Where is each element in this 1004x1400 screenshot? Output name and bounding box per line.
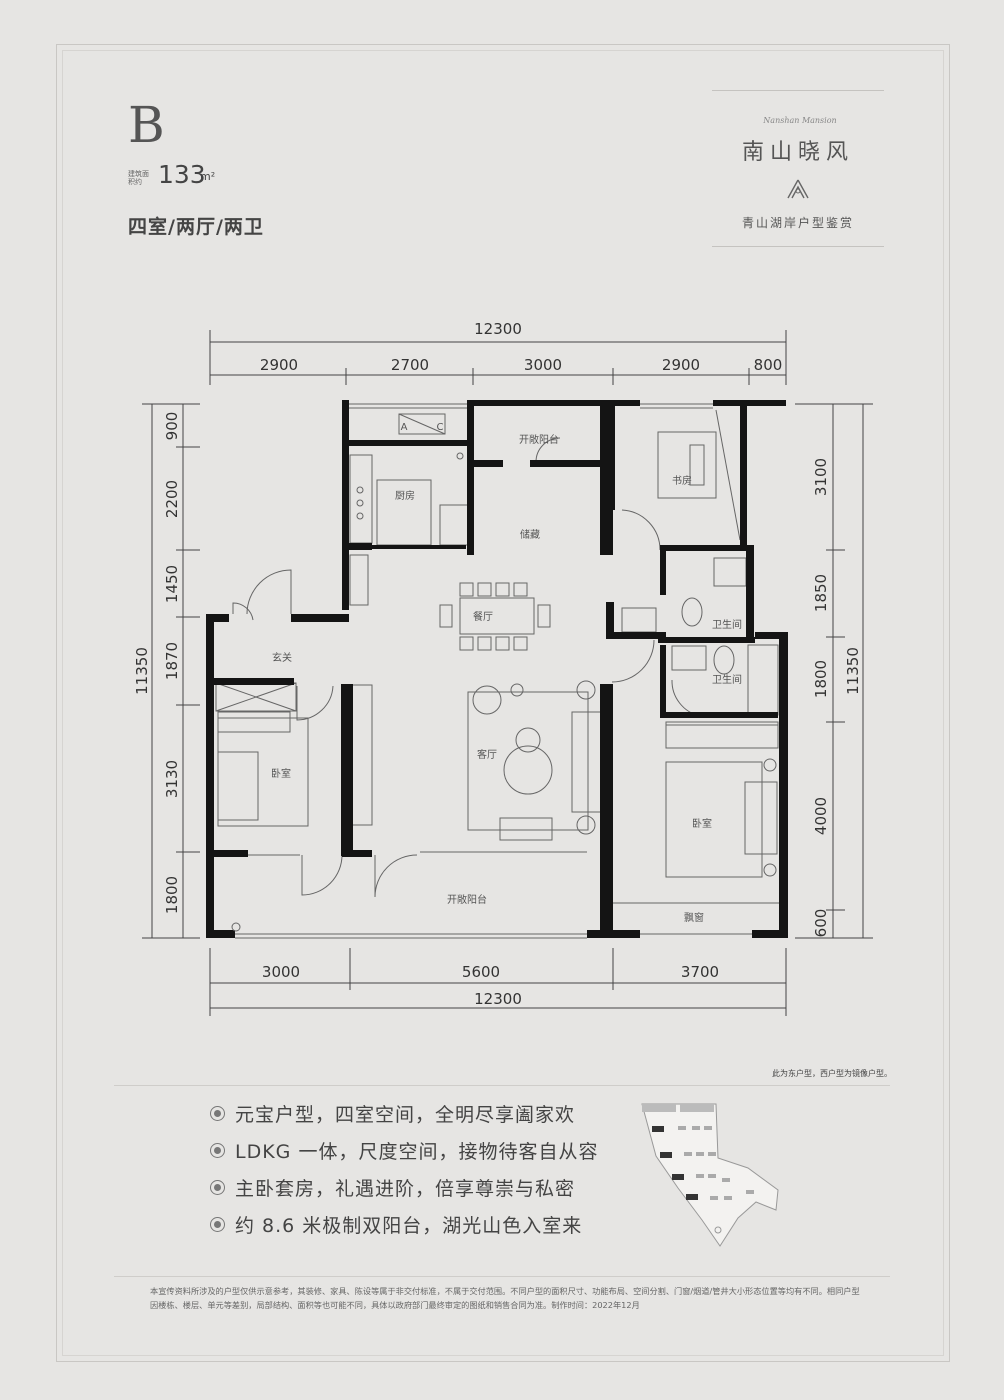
label-dining: 餐厅	[473, 610, 493, 623]
feature-item: 主卧套房，礼遇进阶，倍享尊崇与私密	[210, 1174, 598, 1211]
dim-top-5: 800	[754, 356, 783, 374]
outer-frame	[56, 44, 950, 1362]
label-bay-window: 飘窗	[684, 911, 704, 924]
inner-frame	[62, 50, 944, 1356]
feature-text: LDKG 一体，尺度空间，接物待客自从容	[235, 1141, 599, 1163]
dim-left-total: 11350	[133, 647, 151, 695]
label-study: 书房	[672, 474, 692, 487]
label-open-balcony-top: 开敞阳台	[519, 433, 559, 446]
separator	[114, 1085, 890, 1086]
area-unit: m²	[200, 170, 216, 183]
feature-text: 元宝户型，四室空间，全明尽享阖家欢	[235, 1104, 576, 1126]
label-bathroom-2: 卫生间	[712, 673, 742, 686]
feature-text: 主卧套房，礼遇进阶，倍享尊崇与私密	[235, 1178, 576, 1200]
dim-right-total: 11350	[844, 647, 862, 695]
feature-item: 元宝户型，四室空间，全明尽享阖家欢	[210, 1100, 598, 1137]
label-living: 客厅	[477, 748, 497, 761]
bullet-icon	[210, 1217, 225, 1232]
bullet-icon	[210, 1143, 225, 1158]
dim-bottom-total: 12300	[474, 990, 522, 1008]
dim-left-6: 1800	[163, 876, 181, 914]
label-appliance-a: A	[401, 422, 408, 433]
dim-bottom-1: 3000	[262, 963, 300, 981]
dim-left-2: 2200	[163, 480, 181, 518]
feature-item: 约 8.6 米极制双阳台，湖光山色入室来	[210, 1211, 598, 1248]
plan-letter: B	[128, 96, 165, 154]
logo-subtitle: 青山湖岸户型鉴赏	[741, 216, 854, 230]
area-value: 133	[158, 160, 206, 189]
dim-right-5: 600	[812, 909, 830, 938]
dim-right-3: 1800	[812, 660, 830, 698]
dim-top-1: 2900	[260, 356, 298, 374]
logo-mountain-icon	[787, 179, 809, 199]
label-kitchen: 厨房	[395, 489, 415, 502]
dim-left-4: 1870	[163, 642, 181, 680]
dim-bottom-2: 5600	[462, 963, 500, 981]
dim-top-total: 12300	[474, 320, 522, 338]
logo-title: 南山晓风	[741, 140, 854, 165]
label-bedroom-left: 卧室	[271, 767, 291, 780]
site-map	[641, 1103, 779, 1247]
label-foyer: 玄关	[272, 651, 292, 664]
label-bedroom-master: 卧室	[692, 817, 712, 830]
feature-list: 元宝户型，四室空间，全明尽享阖家欢 LDKG 一体，尺度空间，接物待客自从容 主…	[210, 1100, 598, 1248]
drain-icon	[231, 922, 241, 932]
separator	[114, 1276, 890, 1277]
plan-thin-lines	[213, 403, 786, 939]
label-bathroom-1: 卫生间	[712, 618, 742, 631]
dim-top-3: 3000	[524, 356, 562, 374]
disclaimer: 本宣传资料所涉及的户型仅供示意参考，其装修、家具、陈设等属于非交付标准，不属于交…	[150, 1286, 860, 1310]
logo-line-bottom	[712, 246, 884, 247]
floor-plan: 12300 2900 2700 3000 2900 800 3000 5600 …	[133, 320, 873, 1016]
room-summary: 四室/两厅/两卫	[128, 216, 264, 238]
dimension-lines	[142, 330, 873, 1016]
label-open-balcony-bottom: 开敞阳台	[447, 893, 487, 906]
dim-bottom-3: 3700	[681, 963, 719, 981]
mirror-note: 此为东户型，西户型为镜像户型。	[772, 1069, 892, 1078]
bullet-icon	[210, 1106, 225, 1121]
feature-text: 约 8.6 米极制双阳台，湖光山色入室来	[235, 1215, 583, 1237]
dim-left-3: 1450	[163, 565, 181, 603]
dim-left-1: 900	[163, 412, 181, 441]
dim-right-1: 3100	[812, 458, 830, 496]
dim-top-4: 2900	[662, 356, 700, 374]
bullet-icon	[210, 1180, 225, 1195]
label-appliance-c: C	[437, 422, 444, 433]
dim-left-5: 3130	[163, 760, 181, 798]
label-storage: 储藏	[520, 528, 540, 541]
dim-right-2: 1850	[812, 574, 830, 612]
dim-top-2: 2700	[391, 356, 429, 374]
plan-walls	[206, 400, 788, 938]
feature-item: LDKG 一体，尺度空间，接物待客自从容	[210, 1137, 598, 1174]
logo-script: Nanshan Mansion	[763, 116, 837, 125]
area-label: 建筑面积约	[128, 170, 149, 186]
dim-right-4: 4000	[812, 797, 830, 835]
logo-line-top	[712, 90, 884, 91]
